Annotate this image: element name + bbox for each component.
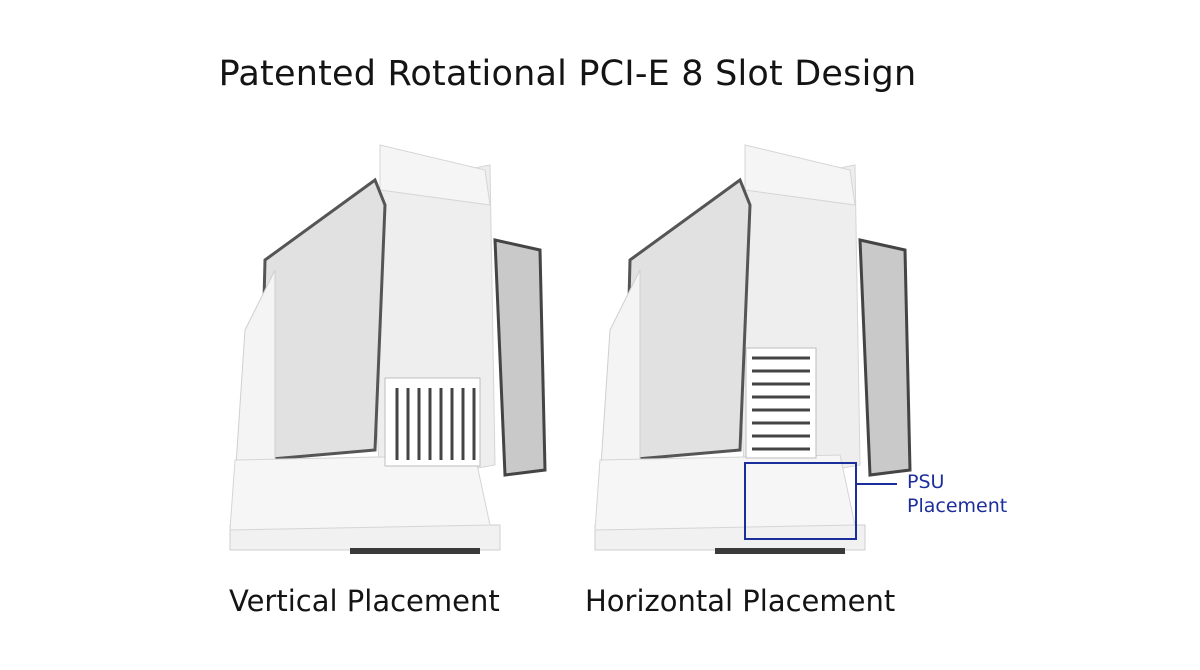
case-vertical-placement-image: [229, 144, 547, 554]
psu-label-line2: Placement: [907, 495, 1008, 517]
psu-label-line1: PSU: [907, 471, 945, 493]
psu-callout-line: [857, 483, 897, 485]
psu-placement-label: PSU Placement: [907, 470, 1007, 518]
psu-placement-highlight: [744, 462, 857, 540]
page-title: Patented Rotational PCI-E 8 Slot Design: [218, 54, 917, 94]
horizontal-placement-caption: Horizontal Placement: [585, 584, 896, 618]
case-horizontal-placement-image: [594, 144, 912, 554]
vertical-placement-caption: Vertical Placement: [229, 584, 500, 618]
